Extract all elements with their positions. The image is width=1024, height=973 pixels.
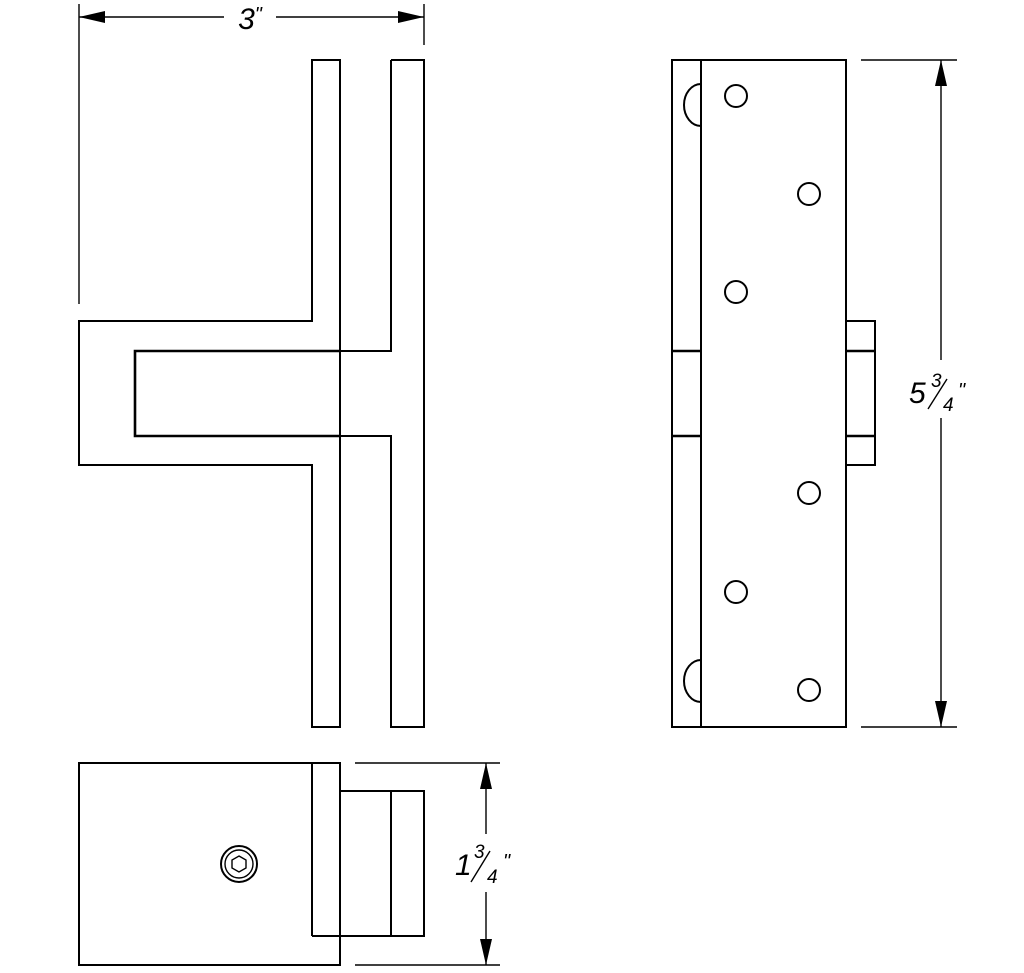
- height-denominator: 4: [943, 395, 954, 416]
- right-leaf-outline: [340, 59, 425, 728]
- bottom-knuckle-arc: [683, 659, 702, 703]
- screw-hole: [797, 182, 821, 206]
- front-view: 3": [78, 3, 425, 728]
- depth-dimension-label: 1 3 4 ": [455, 842, 511, 888]
- arrowhead-left: [79, 11, 105, 23]
- arrowhead-bottom: [480, 939, 492, 965]
- screw-hole: [724, 280, 748, 304]
- height-dimension: 5 3 4 ": [861, 59, 966, 728]
- knuckle-block: [340, 790, 425, 937]
- side-view-outline: [671, 59, 847, 728]
- depth-numerator: 3: [474, 842, 485, 863]
- top-knuckle-arc: [683, 83, 702, 127]
- fraction-bar: [927, 378, 948, 410]
- height-numerator: 3: [931, 371, 942, 392]
- arrowhead-top: [935, 60, 947, 86]
- height-unit: ": [958, 380, 966, 402]
- width-dimension: 3": [78, 3, 425, 304]
- arrowhead-top: [480, 763, 492, 789]
- height-whole: 5: [909, 377, 926, 410]
- pin-protrusion: [846, 320, 876, 466]
- side-view: 5 3 4 ": [671, 59, 966, 728]
- width-dimension-label: 3": [238, 3, 263, 36]
- fraction-bar: [470, 850, 491, 883]
- left-leaf-outline: [78, 59, 341, 728]
- height-dimension-label: 5 3 4 ": [909, 371, 966, 416]
- depth-dimension: 1 3 4 ": [355, 762, 511, 966]
- screw-hole: [797, 678, 821, 702]
- depth-unit: ": [503, 851, 511, 873]
- knuckle-pin-outline: [133, 349, 340, 438]
- hex-socket-screw-icon: [220, 845, 258, 883]
- screw-hole: [724, 84, 748, 108]
- arrowhead-right: [398, 11, 424, 23]
- depth-denominator: 4: [487, 867, 498, 888]
- arrowhead-bottom: [935, 701, 947, 727]
- depth-whole: 1: [455, 849, 472, 882]
- screw-hole: [724, 580, 748, 604]
- screw-hole: [797, 481, 821, 505]
- top-view-body: [78, 762, 341, 966]
- top-view: 1 3 4 ": [78, 762, 511, 966]
